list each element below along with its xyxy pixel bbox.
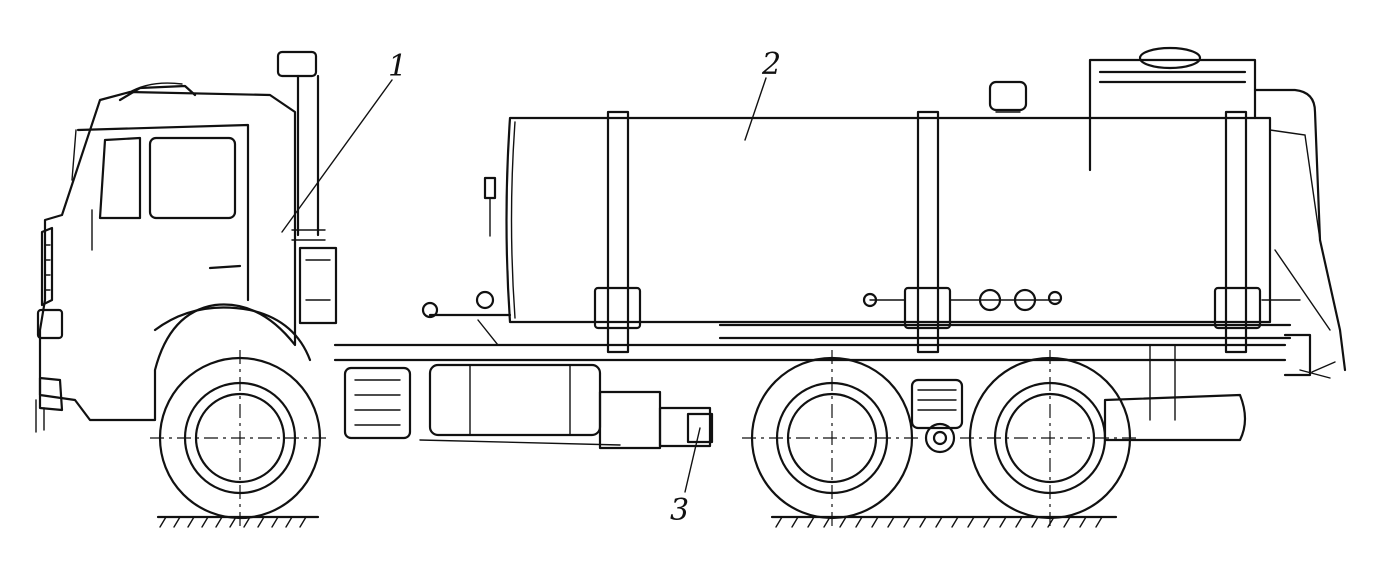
tank-platform-rail: [1088, 46, 1347, 372]
cab: [35, 82, 312, 433]
tank: [505, 80, 1272, 354]
piping-valves: [421, 176, 1301, 346]
front-wheel: [150, 350, 330, 530]
callout-3-label: 3: [670, 493, 689, 528]
rear-axle-unit: [910, 344, 1247, 454]
rear-wheel-1: [742, 350, 922, 530]
pump-housing: [343, 363, 714, 450]
chassis-frame: [333, 323, 1336, 379]
callout-1-label: 1: [388, 49, 407, 84]
callout-2-label: 2: [761, 47, 781, 82]
leader-lines: [281, 77, 767, 493]
air-intake-pipe: [276, 50, 338, 325]
